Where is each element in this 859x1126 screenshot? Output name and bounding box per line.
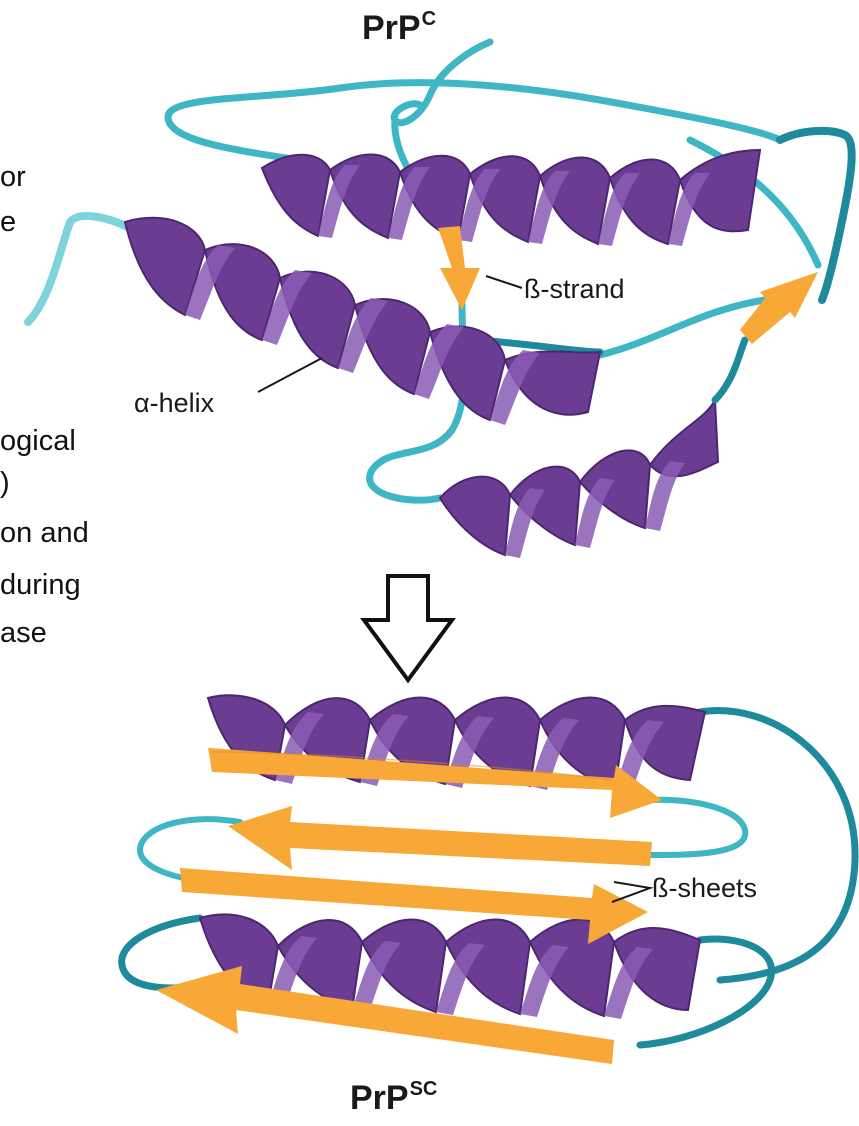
prpc-helix-1 <box>258 150 760 246</box>
conversion-arrow <box>364 576 452 680</box>
prpc-beta-strand-1 <box>438 226 480 310</box>
alpha-helix-label-group: α-helix <box>134 358 322 418</box>
prpsc-title-main: PrP <box>350 1079 409 1117</box>
side-text-line-1: or <box>0 160 26 194</box>
prpc-title-sup: C <box>422 8 436 30</box>
side-text-line-6: during <box>0 568 81 602</box>
prpc-beta-strand-2 <box>740 272 818 344</box>
side-text-line-4: ) <box>0 466 10 500</box>
prpc-structure <box>28 42 852 558</box>
side-text-line-3: ogical <box>0 424 76 458</box>
side-text-line-2: e <box>0 205 16 239</box>
beta-strand-label: ß-strand <box>524 274 625 304</box>
beta-strand-label-group: ß-strand <box>486 274 625 304</box>
beta-sheets-label: ß-sheets <box>652 873 757 903</box>
prpc-title-main: PrP <box>362 9 421 47</box>
prpsc-title: PrPSC <box>350 1078 437 1118</box>
alpha-helix-label: α-helix <box>134 388 215 418</box>
prpc-title: PrPC <box>362 8 436 48</box>
beta-sheets-label-group: ß-sheets <box>612 873 757 903</box>
side-text-line-5: on and <box>0 516 89 550</box>
prpsc-title-sup: SC <box>410 1078 438 1100</box>
side-text-line-7: ase <box>0 616 47 650</box>
prpsc-beta-sheet-2 <box>228 806 652 870</box>
